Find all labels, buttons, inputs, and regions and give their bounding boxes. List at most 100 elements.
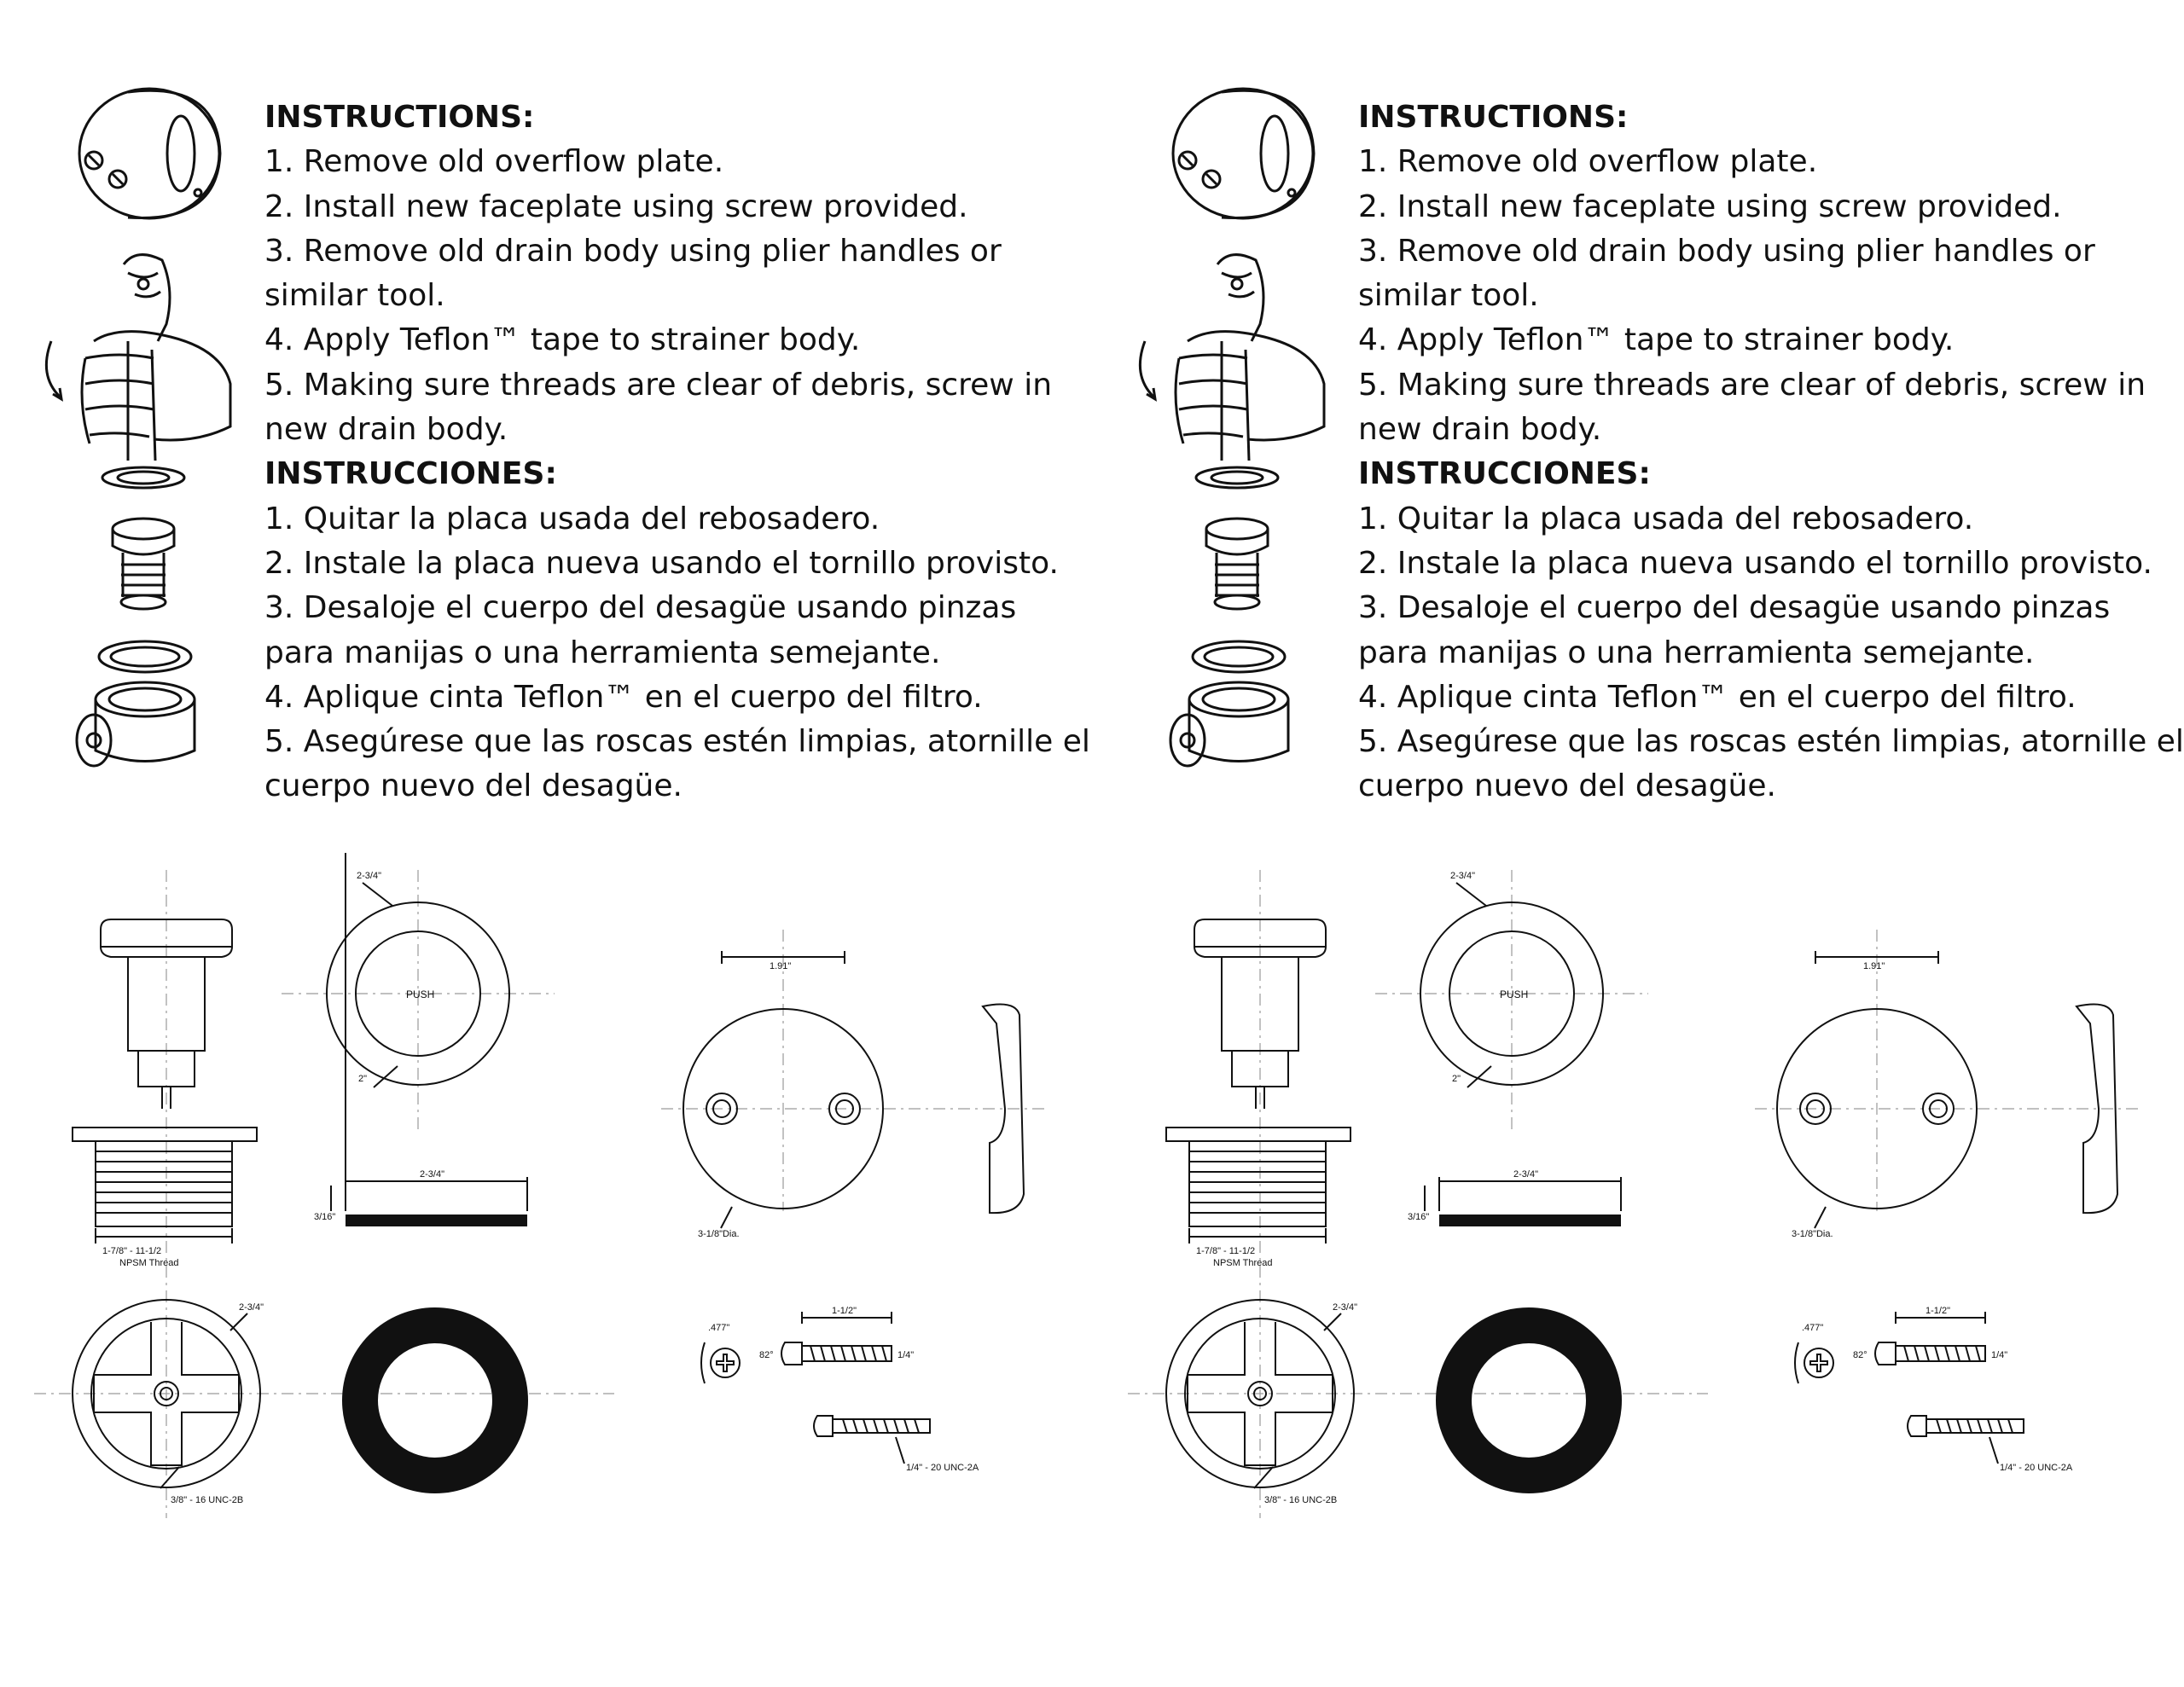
overflow-plate-side-drawing: [981, 1003, 1025, 1215]
dim-label: .477": [708, 1323, 729, 1333]
dim-label: 1/4": [1991, 1350, 2007, 1360]
dim-label: 2": [358, 1074, 367, 1084]
drain-body-drawing: [72, 1127, 258, 1244]
dim-label: 1-1/2": [832, 1306, 857, 1316]
push-label: PUSH: [1500, 988, 1528, 1000]
instruction-line: 2. Instale la placa nueva usando el torn…: [264, 545, 1059, 581]
instructions-heading-es: INSTRUCCIONES:: [1358, 456, 1651, 492]
instruction-line: 2. Install new faceplate using screw pro…: [1358, 188, 2062, 224]
gasket-side-solid: [346, 1215, 527, 1226]
pliers-hand-illustration: [44, 253, 232, 490]
strainer-illustration: [1169, 640, 1290, 768]
dim-label: NPSM Thread: [119, 1258, 179, 1268]
instruction-line: cuerpo nuevo del desagüe.: [264, 768, 682, 804]
instruction-line: cuerpo nuevo del desagüe.: [1358, 768, 1776, 804]
dim-label: 1/4" - 20 UNC-2A: [2000, 1463, 2073, 1473]
instruction-line: similar tool.: [1358, 278, 1539, 314]
step-illustrations: [1138, 87, 1326, 768]
instruction-line: 3. Remove old drain body using plier han…: [1358, 233, 2095, 269]
gasket-ring: [1436, 1307, 1622, 1493]
stopper-side-drawing: [100, 919, 233, 1109]
instructions-text: INSTRUCTIONS: 1. Remove old overflow pla…: [264, 96, 1090, 809]
instruction-line: 2. Instale la placa nueva usando el torn…: [1358, 545, 2152, 581]
instruction-line: 3. Remove old drain body using plier han…: [264, 233, 1002, 269]
instructions-heading-en: INSTRUCTIONS:: [264, 100, 535, 135]
instruction-line: 4. Aplique cinta Teflon™ en el cuerpo de…: [264, 679, 983, 715]
gasket-ring: [342, 1307, 528, 1493]
screw-head-drawing: [700, 1342, 741, 1384]
instruction-line: similar tool.: [264, 278, 445, 314]
dim-label: 2-3/4": [420, 1169, 444, 1180]
dim-label: 1.91": [770, 961, 791, 971]
dim-label: 3/16": [1408, 1212, 1429, 1222]
strainer-top-drawing: [1165, 1299, 1355, 1489]
instruction-line: new drain body.: [1358, 412, 1602, 448]
drain-body-drawing: [1165, 1127, 1351, 1244]
instruction-line: 5. Asegúrese que las roscas estén limpia…: [1358, 724, 2184, 760]
instruction-line: 1. Remove old overflow plate.: [264, 144, 724, 180]
technical-drawings: 2-3/4" PUSH 2" 1-7/8" - 11-1/2 NPSM Thre…: [1128, 870, 2143, 1518]
instruction-line: 2. Install new faceplate using screw pro…: [264, 188, 968, 224]
dim-label: 3/16": [314, 1212, 335, 1222]
instruction-line: para manijas o una herramienta semejante…: [1358, 635, 2035, 670]
dim-label: 2-3/4": [239, 1302, 264, 1313]
instruction-line: 1. Quitar la placa usada del rebosadero.: [1358, 501, 1974, 536]
instruction-line: 3. Desaloje el cuerpo del desagüe usando…: [264, 590, 1017, 626]
dim-label: .477": [1802, 1323, 1823, 1333]
dim-label: 3-1/8"Dia.: [698, 1229, 740, 1239]
gasket-side-solid: [1439, 1215, 1621, 1226]
instruction-line: 5. Making sure threads are clear of debr…: [264, 367, 1053, 403]
dim-label: 1/4": [897, 1350, 914, 1360]
stopper-side-drawing: [1194, 919, 1327, 1109]
instruction-line: 5. Asegúrese que las roscas estén limpia…: [264, 724, 1090, 760]
dim-label: 82°: [1853, 1350, 1867, 1360]
dim-label: 3-1/8"Dia.: [1792, 1229, 1833, 1239]
instruction-line: para manijas o una herramienta semejante…: [264, 635, 941, 670]
instruction-panel-right: INSTRUCTIONS: 1. Remove old overflow pla…: [1094, 0, 2184, 1687]
screw-side-drawing: [781, 1312, 931, 1464]
stopper-illustration: [111, 517, 176, 611]
stopper-illustration: [1205, 517, 1269, 611]
gasket-side-drawing: [330, 853, 528, 1211]
overflow-plate-front-drawing: [682, 951, 884, 1229]
technical-drawings: 2-3/4" PUSH 2" 1-7/8" - 11-1/2 NPSM Thre…: [34, 853, 1049, 1518]
overflow-plate-front-drawing: [1776, 951, 1978, 1229]
screw-side-drawing: [1874, 1312, 2024, 1464]
overflow-plate-illustration: [78, 87, 222, 220]
instruction-line: 5. Making sure threads are clear of debr…: [1358, 367, 2146, 403]
instruction-line: 4. Aplique cinta Teflon™ en el cuerpo de…: [1358, 679, 2077, 715]
dim-label: 1.91": [1863, 961, 1885, 971]
instruction-panel-left: INSTRUCTIONS: 1. Remove old overflow pla…: [34, 87, 1090, 1518]
dim-label: 2": [1452, 1074, 1461, 1084]
dim-label: 82°: [759, 1350, 774, 1360]
overflow-plate-side-drawing: [2075, 1003, 2119, 1215]
strainer-top-drawing: [72, 1299, 261, 1489]
gasket-side-drawing: [1424, 1177, 1622, 1211]
instructions-heading-es: INSTRUCCIONES:: [264, 456, 557, 492]
stopper-top-drawing: [326, 882, 510, 1088]
instruction-line: 1. Remove old overflow plate.: [1358, 144, 1818, 180]
dim-label: 1/4" - 20 UNC-2A: [906, 1463, 979, 1473]
dim-label: 1-7/8" - 11-1/2: [1196, 1246, 1255, 1256]
dim-label: 3/8" - 16 UNC-2B: [1264, 1495, 1337, 1505]
dim-label: 3/8" - 16 UNC-2B: [171, 1495, 243, 1505]
dim-label: NPSM Thread: [1213, 1258, 1273, 1268]
dim-label: 1-7/8" - 11-1/2: [102, 1246, 161, 1256]
push-label: PUSH: [406, 988, 434, 1000]
screw-head-drawing: [1794, 1342, 1834, 1384]
dim-label: 2-3/4": [357, 871, 381, 881]
instruction-line: 3. Desaloje el cuerpo del desagüe usando…: [1358, 590, 2111, 626]
step-illustrations: [44, 87, 232, 768]
overflow-plate-illustration: [1171, 87, 1316, 220]
dim-label: 1-1/2": [1926, 1306, 1950, 1316]
instruction-line: 4. Apply Teflon™ tape to strainer body.: [1358, 322, 1955, 358]
dim-label: 2-3/4": [1450, 871, 1475, 881]
stopper-top-drawing: [1420, 882, 1604, 1088]
instruction-line: 4. Apply Teflon™ tape to strainer body.: [264, 322, 861, 358]
strainer-illustration: [75, 640, 196, 768]
instructions-text: INSTRUCTIONS: 1. Remove old overflow pla…: [1358, 96, 2184, 809]
instruction-line: 1. Quitar la placa usada del rebosadero.: [264, 501, 880, 536]
pliers-hand-illustration: [1138, 253, 1326, 490]
instructions-heading-en: INSTRUCTIONS:: [1358, 100, 1629, 135]
instruction-line: new drain body.: [264, 412, 508, 448]
